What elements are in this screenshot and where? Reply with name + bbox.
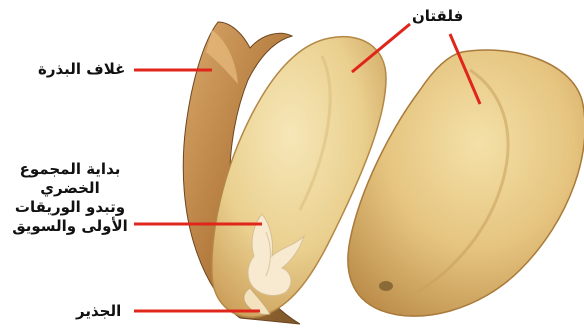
- plumule-label-line-1: بداية المجموع: [8, 160, 132, 179]
- plumule-label-line-4: الأولى والسويق: [8, 217, 132, 236]
- seed-coat-label: غلاف البذرة: [38, 60, 125, 79]
- plumule-label-line-2: الخضري: [8, 179, 132, 198]
- cotyledons-label: فلقتان: [412, 7, 463, 26]
- plumule-label-line-3: وتبدو الوريقات: [8, 198, 132, 217]
- right-cotyledon-spot: [379, 281, 393, 291]
- radicle-label: الجذير: [76, 302, 121, 321]
- plumule-label: بداية المجموع الخضري وتبدو الوريقات الأو…: [8, 160, 132, 236]
